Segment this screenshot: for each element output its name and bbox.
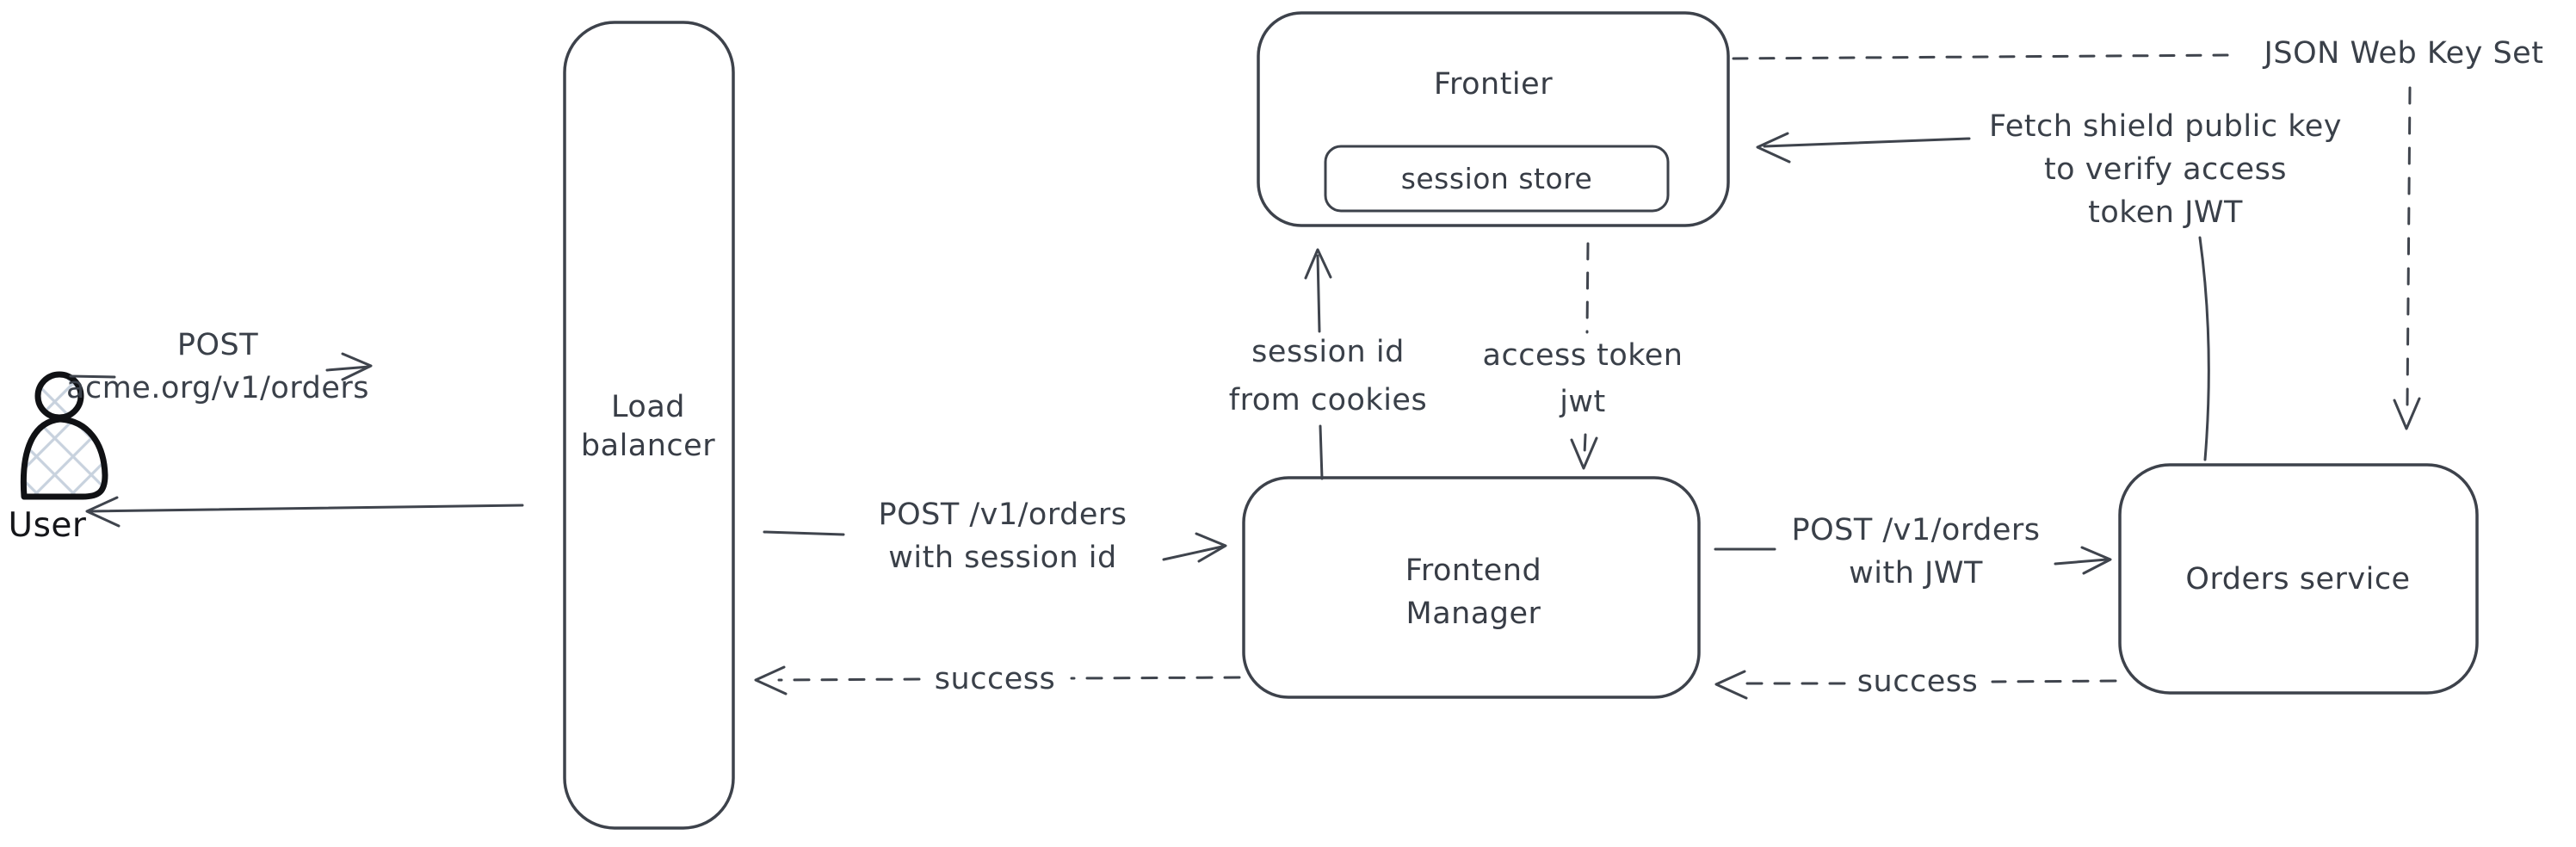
edge-user-to-lb bbox=[69, 352, 373, 381]
edge-frontier-to-jwks bbox=[1732, 53, 2237, 60]
edge-lb-to-fm-label: POST /v1/orders with session id bbox=[878, 493, 1127, 579]
edge-jwks-to-orders-arrowhead bbox=[2393, 397, 2421, 430]
edge-frontier-to-fm-arrowhead bbox=[1570, 436, 1598, 470]
load-balancer-box bbox=[563, 21, 735, 830]
edge-user-to-lb-label-line1: POST bbox=[176, 328, 259, 362]
load-balancer-label: Load balancer bbox=[581, 388, 715, 466]
frontend-manager-box bbox=[1242, 476, 1701, 699]
edge-frontier-to-fm bbox=[1583, 242, 1590, 456]
frontend-manager-label-line1: Frontend bbox=[1405, 553, 1542, 588]
edge-frontier-to-fm-label: access token jwt bbox=[1483, 332, 1683, 425]
frontier-label: Frontier bbox=[1433, 67, 1554, 102]
edge-orders-to-frontier-label-line3: token JWT bbox=[2088, 195, 2243, 230]
edge-lb-to-fm-label-line2: with session id bbox=[888, 541, 1117, 575]
edge-lb-to-fm-label-line1: POST /v1/orders bbox=[878, 498, 1127, 532]
edge-orders-to-frontier-label-line1: Fetch shield public key bbox=[1989, 109, 2342, 144]
edge-fm-to-frontier-label-line2: from cookies bbox=[1228, 383, 1428, 417]
jwks-label: JSON Web Key Set bbox=[2264, 36, 2544, 71]
user-icon bbox=[20, 371, 108, 500]
session-store-box bbox=[1324, 145, 1670, 213]
user-icon-head bbox=[34, 371, 84, 421]
edge-fm-to-orders bbox=[1714, 546, 2112, 575]
edge-frontier-to-fm-label-line2: jwt bbox=[1560, 385, 1606, 419]
session-store-label: session store bbox=[1400, 162, 1593, 195]
edge-orders-to-fm-success-label: success bbox=[1856, 665, 1979, 699]
edge-fm-to-orders-label-line2: with JWT bbox=[1849, 556, 1983, 590]
frontend-manager-label: Frontend Manager bbox=[1405, 549, 1541, 635]
edge-fm-to-orders-label-line1: POST /v1/orders bbox=[1791, 513, 2041, 547]
load-balancer-label-line2: balancer bbox=[580, 429, 716, 463]
edge-fm-to-frontier-label-line1: session id bbox=[1251, 335, 1405, 369]
edge-user-to-lb-label: POST acme.org/v1/orders bbox=[66, 324, 369, 410]
edge-fm-to-orders-label: POST /v1/orders with JWT bbox=[1791, 509, 2040, 595]
edge-orders-to-fm-success bbox=[1737, 679, 2117, 685]
edge-fm-to-lb-success-label: success bbox=[934, 662, 1056, 696]
edge-fm-to-lb-arrowhead bbox=[754, 665, 788, 696]
edge-orders-to-frontier bbox=[1756, 132, 2210, 461]
user-label: User bbox=[8, 506, 87, 545]
edge-fm-to-lb-success bbox=[777, 676, 1241, 682]
user-icon-body bbox=[20, 416, 108, 500]
edge-user-to-lb-label-line2: acme.org/v1/orders bbox=[66, 371, 369, 405]
edge-orders-to-fm-arrowhead bbox=[1714, 670, 1748, 700]
edge-fm-to-frontier bbox=[1304, 248, 1332, 480]
edge-lb-to-fm bbox=[763, 530, 1227, 563]
orders-service-label: Orders service bbox=[2185, 562, 2411, 597]
edge-fm-to-frontier-label: session id from cookies bbox=[1229, 328, 1427, 424]
edge-jwks-to-orders bbox=[2406, 86, 2412, 406]
edge-orders-to-frontier-label: Fetch shield public key to verify access… bbox=[1989, 105, 2342, 234]
load-balancer-label-line1: Load bbox=[611, 390, 685, 424]
orders-service-box bbox=[2118, 463, 2479, 695]
edge-lb-to-user bbox=[85, 496, 524, 528]
edge-orders-to-frontier-label-line2: to verify access bbox=[2043, 152, 2288, 187]
frontend-manager-label-line2: Manager bbox=[1405, 597, 1541, 631]
edge-frontier-to-fm-label-line1: access token bbox=[1482, 338, 1683, 373]
